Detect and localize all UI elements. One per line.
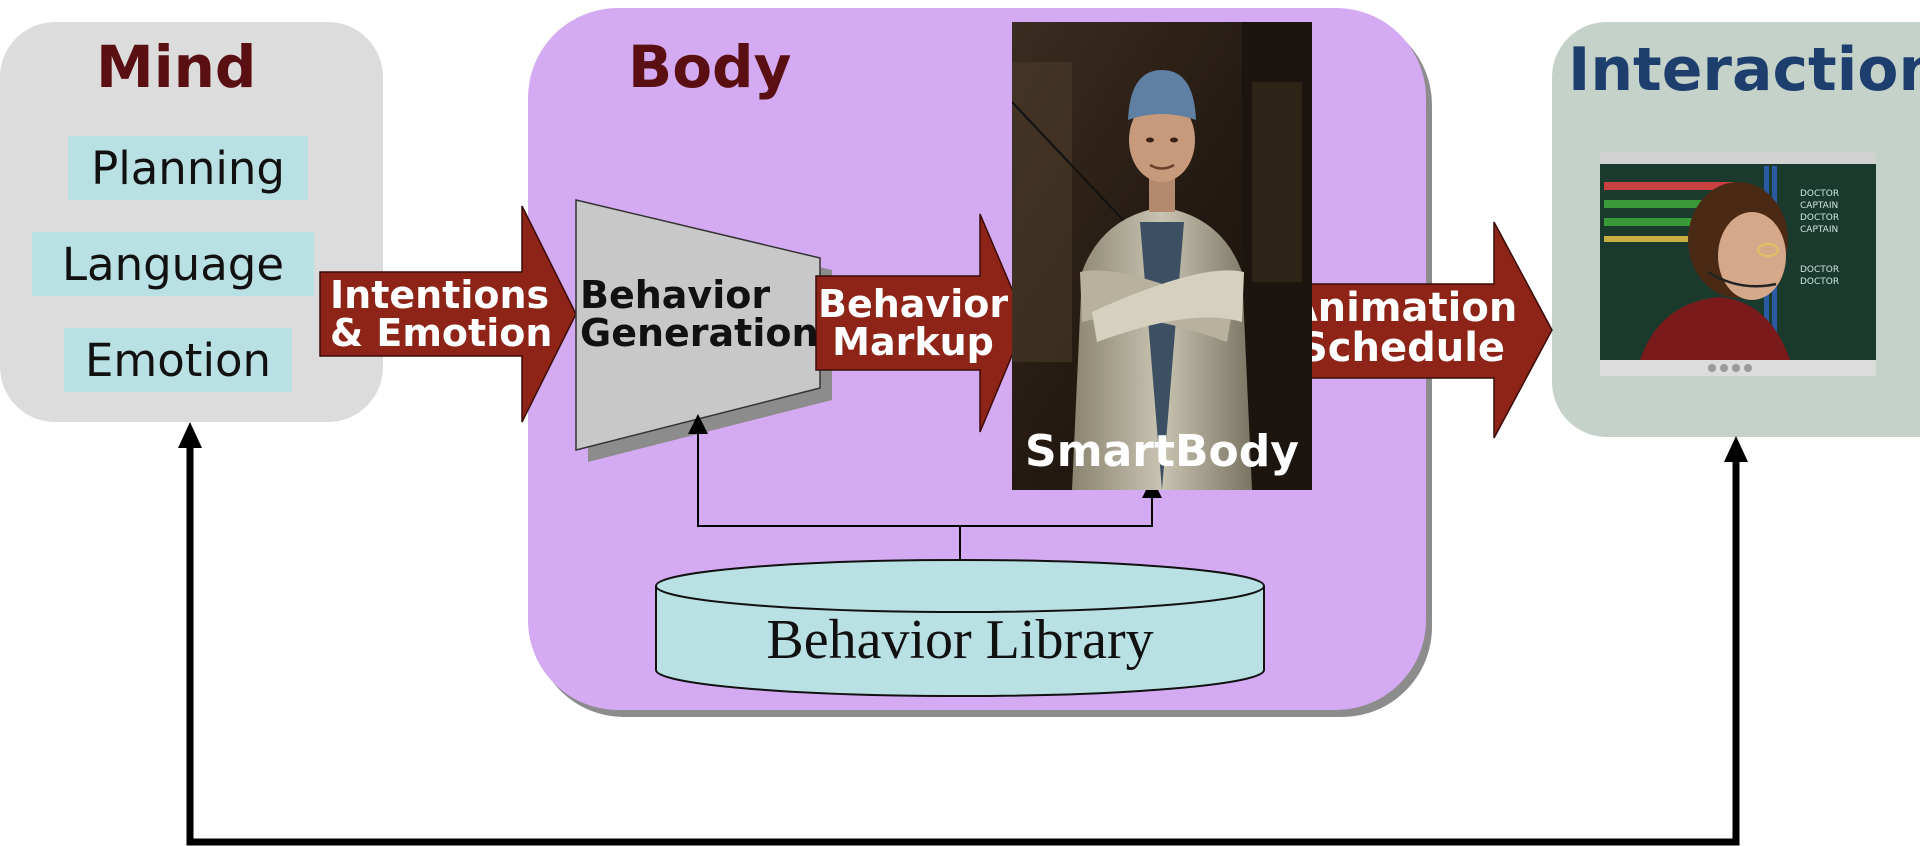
intentions-emotion-label: Intentions & Emotion	[330, 273, 553, 355]
screen-text-5: DOCTOR	[1800, 277, 1839, 287]
screen-text-1: CAPTAIN	[1800, 201, 1838, 211]
markup-label-line2: Markup	[832, 320, 994, 364]
screen-text-2: DOCTOR	[1800, 213, 1839, 223]
feedback-arrowhead-mind	[178, 422, 202, 448]
mind-item-language: Language	[32, 232, 314, 296]
behavior-generation-line1: Behavior	[580, 273, 771, 317]
screen-text-0: DOCTOR	[1800, 189, 1839, 199]
mind-item-planning: Planning	[68, 136, 308, 200]
behavior-library-cylinder	[655, 559, 1265, 697]
behavior-generation-label: Behavior Generation	[580, 276, 819, 352]
smartbody-label: SmartBody	[1025, 426, 1299, 477]
mind-title: Mind	[96, 33, 257, 101]
intentions-label-line1: Intentions	[330, 273, 550, 317]
animation-label-line2: Schedule	[1298, 325, 1506, 371]
animation-schedule-arrow	[1281, 221, 1553, 439]
smartbody-character-image	[1012, 22, 1312, 490]
intentions-arrow	[319, 205, 577, 423]
interaction-screenshot: DOCTOR CAPTAIN DOCTOR CAPTAIN DOCTOR DOC…	[1600, 152, 1876, 376]
behavior-generation-line2: Generation	[580, 311, 819, 355]
behavior-markup-label: Behavior Markup	[818, 285, 1008, 361]
body-title: Body	[628, 33, 792, 101]
markup-label-line1: Behavior	[818, 282, 1009, 326]
feedback-arrowhead-interaction	[1724, 436, 1748, 462]
animation-schedule-label: Animation Schedule	[1286, 288, 1518, 368]
feedback-loop	[178, 422, 1748, 846]
intentions-label-line2: & Emotion	[330, 311, 553, 355]
mind-item-emotion: Emotion	[64, 328, 292, 392]
behavior-library-label: Behavior Library	[766, 609, 1154, 671]
animation-label-line1: Animation	[1286, 285, 1518, 331]
behavior-markup-arrow	[815, 213, 1027, 433]
interaction-title: Interaction	[1568, 35, 1920, 105]
screen-text-4: DOCTOR	[1800, 265, 1839, 275]
library-connectors	[688, 414, 1162, 566]
screen-text-3: CAPTAIN	[1800, 225, 1838, 235]
behavior-generation-block	[575, 199, 821, 451]
